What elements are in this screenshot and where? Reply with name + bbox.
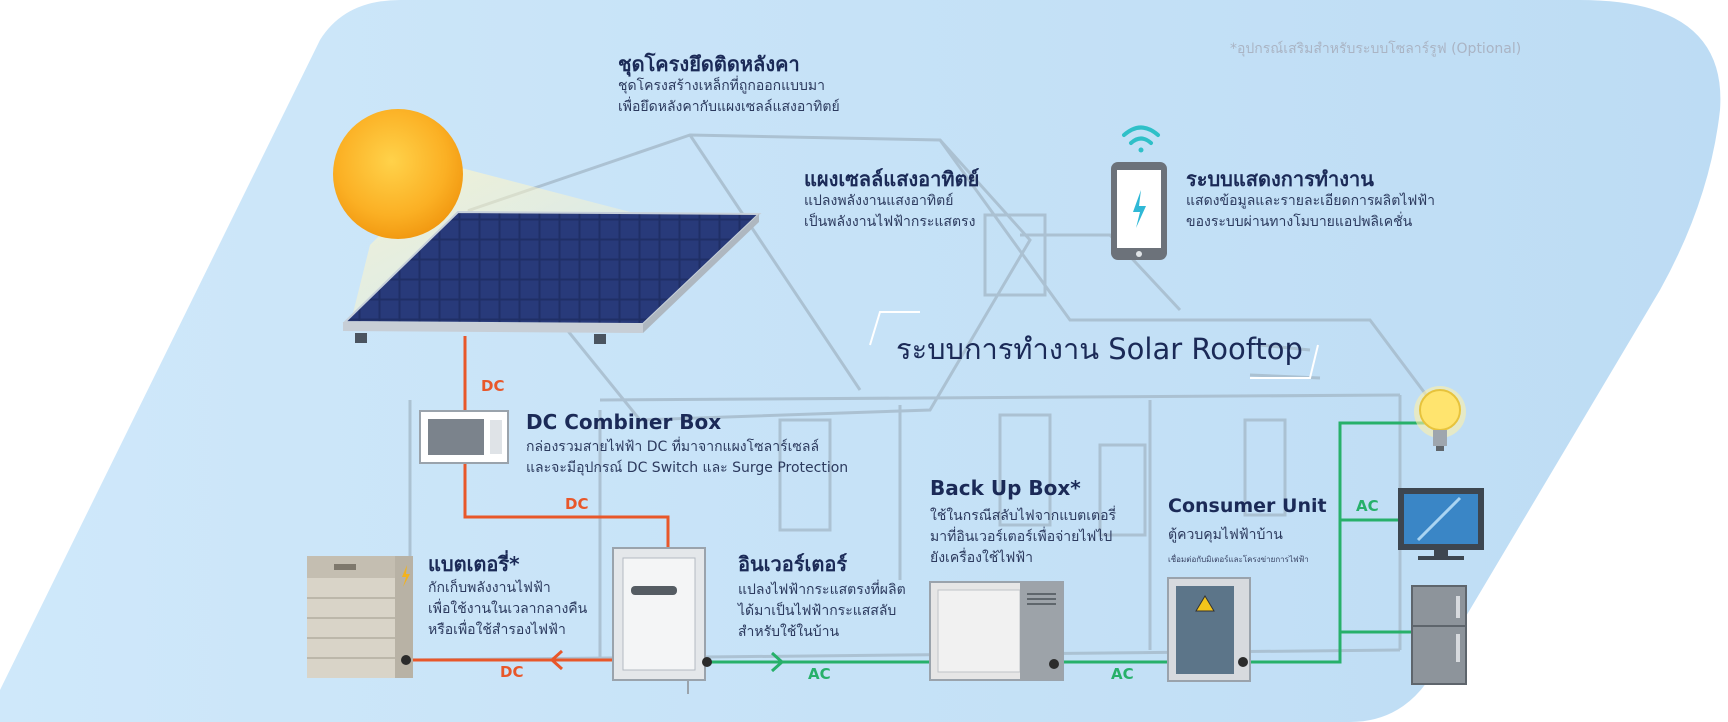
ac-label-backup: AC [1111, 665, 1134, 683]
combiner-desc: กล่องรวมสายไฟฟ้า DC ที่มาจากแผงโซลาร์เซล… [526, 439, 849, 476]
monitor-title: ระบบแสดงการทำงาน [1186, 167, 1374, 191]
mounting-desc: ชุดโครงสร้างเหล็กที่ถูกออกแบบมา เพื่อยึด… [618, 78, 840, 115]
dc-label-combiner: DC [565, 495, 589, 513]
dc-label-panel: DC [481, 377, 505, 395]
consumer-unit-icon [1167, 577, 1251, 682]
combiner-box-icon [419, 410, 509, 464]
refrigerator-icon [1411, 585, 1467, 685]
solar-panel-icon [342, 210, 762, 344]
inverter-title: อินเวอร์เตอร์ [738, 552, 848, 576]
backup-desc: ใช้ในกรณีสลับไฟจากแบตเตอรี่ มาที่อินเวอร… [930, 508, 1117, 566]
inverter-desc: แปลงไฟฟ้ากระแสตรงที่ผลิต ได้มาเป็นไฟฟ้าก… [738, 582, 906, 640]
light-bulb-icon [1414, 386, 1466, 451]
wifi-icon [1122, 125, 1160, 153]
sun-icon [333, 109, 463, 239]
battery-desc: กักเก็บพลังงานไฟฟ้า เพื่อใช้งานในเวลากลา… [428, 580, 588, 638]
combiner-title: DC Combiner Box [526, 410, 722, 434]
consumer-small-note: เชื่อมต่อกับมิเตอร์และโครงข่ายการไฟฟ้า [1168, 555, 1309, 564]
battery-title: แบตเตอรี่* [428, 552, 520, 576]
consumer-desc: ตู้ควบคุมไฟฟ้าบ้าน [1168, 527, 1283, 543]
panel-title: แผงเซลล์แสงอาทิตย์ [804, 167, 980, 191]
optional-note: *อุปกรณ์เสริมสำหรับระบบโซลาร์รูฟ (Option… [1230, 41, 1522, 57]
inverter-icon [612, 547, 712, 694]
mounting-title: ชุดโครงยึดติดหลังคา [618, 52, 800, 76]
dc-arrow-icon [549, 649, 564, 671]
battery-icon [307, 556, 413, 678]
backup-title: Back Up Box* [930, 476, 1081, 500]
lightning-icon [1133, 190, 1146, 228]
ac-arrow-icon [770, 651, 785, 673]
monitor-desc: แสดงข้อมูลและรายละเอียดการผลิตไฟฟ้า ของร… [1186, 193, 1436, 230]
ac-wires [704, 421, 1425, 664]
ac-label-inverter: AC [808, 665, 831, 683]
ac-label-appliances: AC [1356, 497, 1379, 515]
backup-box-icon [929, 581, 1064, 681]
title-decoration [869, 311, 1319, 379]
dc-wires [409, 336, 670, 662]
panel-desc: แปลงพลังงานแสงอาทิตย์ เป็นพลังงานไฟฟ้ากร… [804, 193, 976, 230]
tv-icon [1398, 488, 1484, 560]
consumer-title: Consumer Unit [1168, 495, 1327, 517]
page-title: ระบบการทำงาน Solar Rooftop [896, 332, 1303, 366]
dc-label-battery: DC [500, 663, 524, 681]
